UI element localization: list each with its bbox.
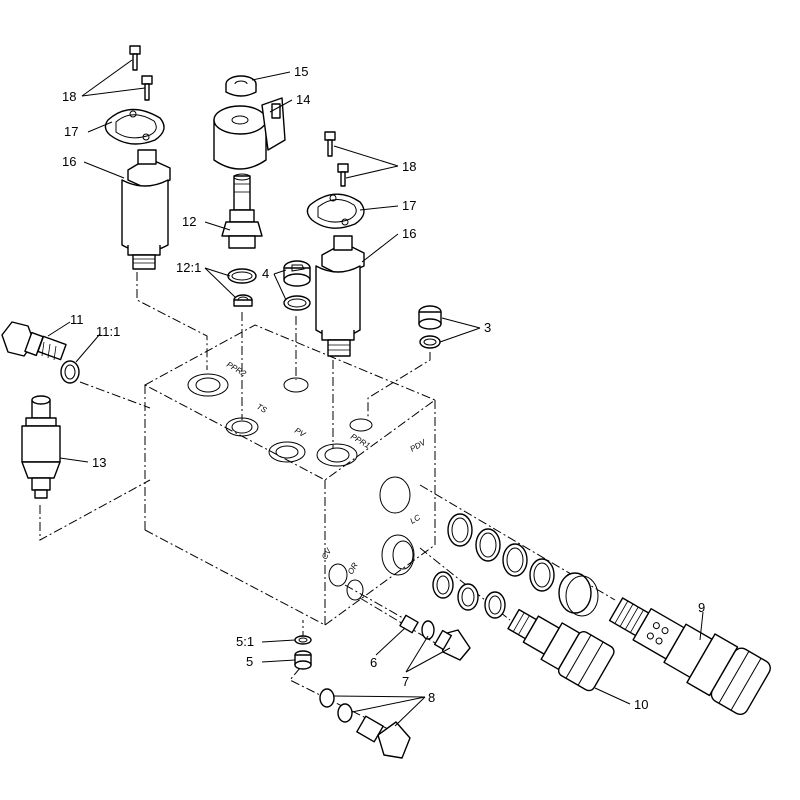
callout-9: 9: [698, 600, 705, 615]
port-label-lc: LC: [409, 513, 423, 526]
callout-4: 4: [262, 266, 269, 281]
callout-16-right: 16: [402, 226, 416, 241]
plug-5: [294, 635, 312, 670]
leader-lines: [47, 59, 704, 727]
cartridge-13: [21, 395, 61, 499]
plug-7: [421, 620, 471, 661]
solenoid-valve-left: [121, 149, 171, 270]
solenoid-valve-right: [315, 235, 365, 357]
plug-6: [399, 614, 419, 634]
port-label-pv: PV: [293, 426, 307, 439]
gasket-right: [306, 193, 365, 229]
callout-11-1: 11:1: [96, 324, 120, 339]
port-label-pdv: PDV: [409, 437, 428, 453]
callout-5-1: 5:1: [236, 634, 254, 649]
callout-18-left: 18: [62, 89, 76, 104]
callout-6: 6: [370, 655, 377, 670]
callout-labels: 18 15 14 17 16 18 17 12 16 12:1 4 3 11 1…: [62, 64, 705, 712]
port-label-ppr2: PPR2: [225, 360, 248, 379]
screw-left-2: [141, 75, 153, 101]
plug-4: [283, 260, 311, 311]
callout-12: 12: [182, 214, 196, 229]
screw-left-1: [129, 45, 141, 71]
screw-right-1: [324, 131, 336, 157]
callout-7: 7: [402, 674, 409, 689]
seal-rings-9: [447, 513, 599, 617]
seal-rings-10: [432, 571, 506, 619]
cartridge-stem: [221, 173, 263, 249]
port-label-or: OR: [346, 561, 360, 576]
port-label-ts: TS: [255, 402, 269, 415]
relief-valve-11: [1, 321, 80, 384]
port-label-cv: CV: [320, 546, 334, 561]
callout-17-right: 17: [402, 198, 416, 213]
manifold-block: PPR2 TS PV PPR1 PDV LC CV OR: [143, 324, 437, 626]
callout-8: 8: [428, 690, 435, 705]
callout-15: 15: [294, 64, 308, 79]
callout-16-left: 16: [62, 154, 76, 169]
callout-10: 10: [634, 697, 648, 712]
callout-13: 13: [92, 455, 106, 470]
nut: [225, 75, 257, 97]
plug-3: [418, 305, 442, 349]
gasket-left: [104, 108, 165, 145]
callout-14: 14: [296, 92, 310, 107]
solenoid-coil: [213, 97, 286, 170]
callout-11: 11: [70, 312, 84, 327]
cartridge-10: [507, 608, 615, 692]
callout-17-left: 17: [64, 124, 78, 139]
callout-18-right: 18: [402, 159, 416, 174]
screw-right-2: [337, 163, 349, 187]
callout-3: 3: [484, 320, 491, 335]
plug-8: [319, 688, 411, 759]
callout-12-1: 12:1: [176, 260, 201, 275]
callout-5: 5: [246, 654, 253, 669]
stem-seals: [227, 268, 257, 307]
cartridge-9: [608, 597, 771, 716]
